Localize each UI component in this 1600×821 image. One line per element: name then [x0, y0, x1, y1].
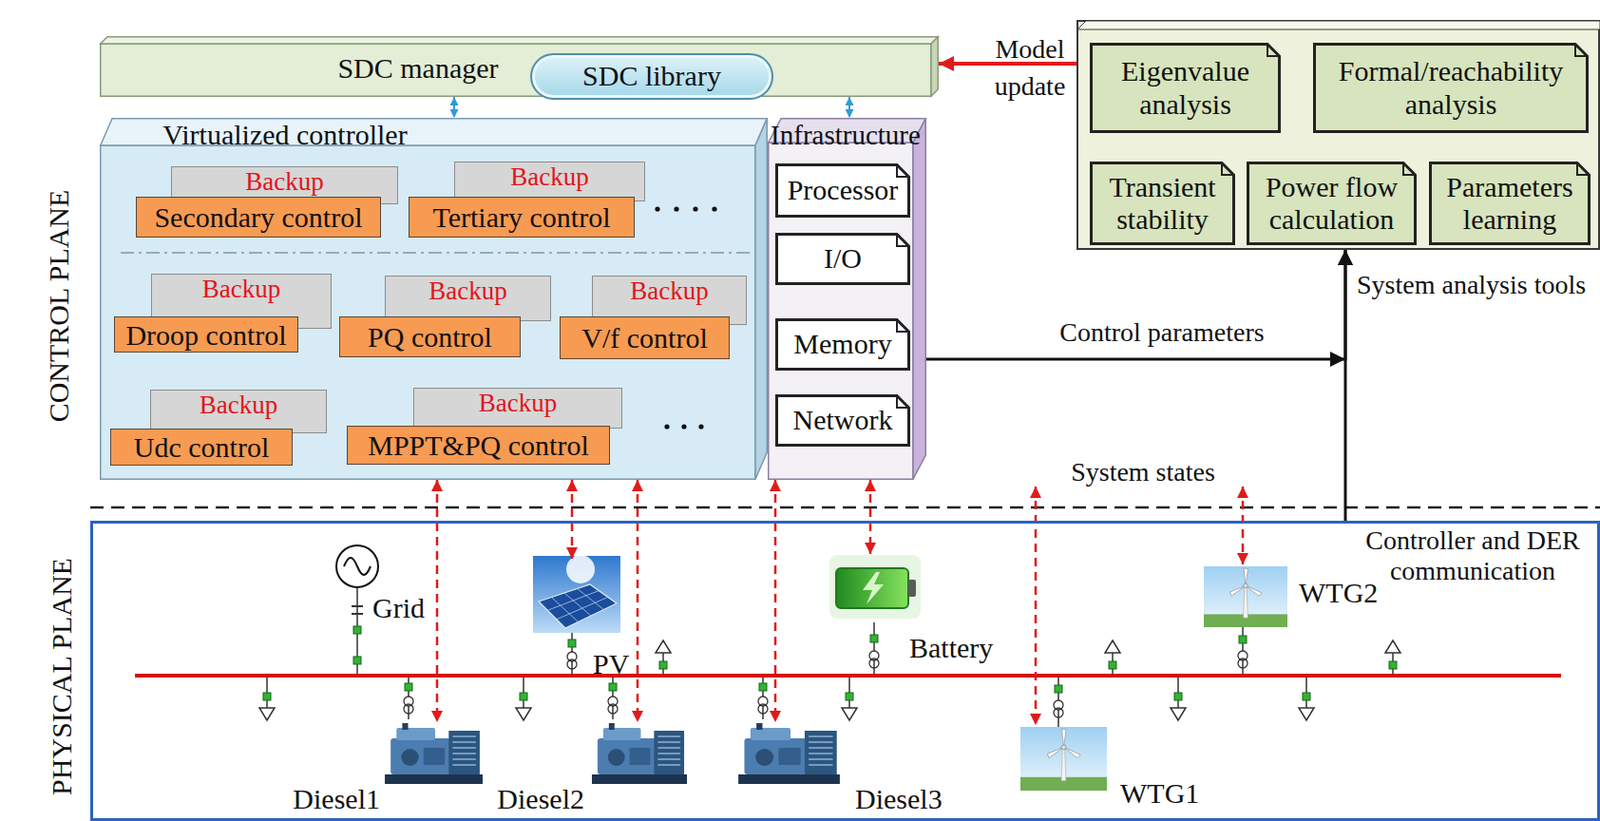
node-label: Diesel3	[855, 782, 943, 817]
node-label: Parameters learning	[1436, 171, 1583, 237]
free-label: System states	[1070, 457, 1216, 488]
resource-box: Memory	[775, 318, 911, 371]
node-label: Udc control	[133, 431, 269, 463]
node-label: Diesel2	[496, 782, 585, 817]
backup-box: Backup	[384, 275, 552, 322]
edge-label: Control parameters	[1059, 317, 1264, 348]
node-label: Backup	[478, 389, 557, 417]
node-label: MPPT&PQ control	[367, 429, 590, 461]
node-label: Tertiary control	[433, 201, 611, 233]
grid-source: Grid	[339, 548, 381, 591]
plane-separator	[90, 506, 1600, 510]
control-box: Droop control	[114, 316, 299, 353]
feeder-symbols	[403, 634, 1248, 718]
node-label: WTG1	[1120, 777, 1200, 811]
node-label: Backup	[510, 163, 589, 191]
backup-box: Backup	[454, 161, 646, 202]
analysis-panel: System analysis toolsEigenvalue analysis…	[1076, 19, 1600, 250]
connector-arrow	[636, 479, 640, 723]
control-box: Secondary control	[135, 196, 381, 238]
free-label: Controller and DER communication	[1351, 525, 1595, 587]
node-label: Formal/reachability analysis	[1320, 55, 1581, 121]
connector-arrow	[1344, 249, 1348, 521]
ac-bus	[134, 673, 1562, 678]
infrastructure-cube: InfrastructureProcessorI/O MemoryNetwork	[767, 117, 927, 480]
node-label: PHYSICAL PLANE	[45, 557, 79, 796]
node-label: Processor	[787, 173, 899, 208]
node-label: Backup	[245, 168, 324, 195]
control-box: MPPT&PQ control	[346, 425, 610, 465]
control-box: Udc control	[110, 428, 293, 466]
analysis-tool-box: Transient stability	[1089, 161, 1236, 246]
backup-box: Backup	[413, 387, 623, 429]
node-label: V/f control	[581, 322, 707, 354]
load-symbols	[259, 640, 1401, 721]
diesel-generator: Diesel1	[385, 722, 488, 789]
analysis-tool-box: Formal/reachability analysis	[1313, 42, 1589, 134]
wind-turbine: WTG1	[1023, 729, 1110, 794]
diesel-generator: Diesel2	[592, 722, 692, 789]
node-label: I/O	[823, 242, 862, 276]
connector-arrow	[571, 479, 574, 559]
node-label: Battery	[909, 631, 993, 666]
node-label: Backup	[202, 275, 281, 303]
node-label: Backup	[629, 277, 708, 305]
grid-symbol	[336, 545, 379, 665]
node-label: WTG2	[1298, 576, 1378, 610]
control-box: V/f control	[559, 316, 730, 360]
node-label: PQ control	[367, 321, 493, 353]
connector-arrow	[926, 249, 1346, 360]
node-label: Secondary control	[153, 201, 362, 233]
node-label: Backup	[199, 391, 278, 419]
node-label: Infrastructure	[770, 119, 921, 152]
node-label: System analysis tools	[1356, 269, 1586, 301]
control-box: PQ control	[339, 316, 521, 358]
node-label: Droop control	[125, 319, 286, 351]
connector-arrow	[436, 479, 439, 723]
resource-box: Processor	[775, 163, 911, 218]
controller-cube: Virtualized controllerBackupSecondary co…	[99, 117, 768, 480]
edge-label: Model update	[986, 30, 1074, 105]
feeder-wires	[357, 587, 1243, 727]
diesel-generator: Diesel3	[739, 722, 845, 789]
node-label: SDC manager	[337, 52, 498, 86]
analysis-tool-box: Eigenvalue analysis	[1089, 42, 1281, 134]
manager-bar: SDC manager SDC library	[99, 36, 939, 97]
backup-box: Backup	[150, 389, 327, 434]
node-label: Network	[793, 403, 894, 438]
plane-region: PHYSICAL PLANEGridPVBatteryWTG2Diesel1Di…	[90, 520, 1600, 821]
node-label: Eigenvalue analysis	[1097, 55, 1274, 121]
library-pill: SDC library	[530, 53, 774, 100]
node-label: Virtualized controller	[162, 118, 407, 153]
node-label: Diesel1	[292, 782, 381, 817]
analysis-tool-box: Power flow calculation	[1246, 161, 1417, 246]
der-icons	[384, 554, 1288, 791]
node-label: Backup	[428, 277, 507, 305]
wind-turbine: WTG2	[1206, 569, 1291, 630]
box-outline	[99, 36, 939, 97]
connector-arrow	[848, 96, 851, 118]
pv-source: PV	[535, 558, 624, 636]
control-box: Tertiary control	[408, 196, 635, 238]
node-label: PV	[592, 647, 629, 682]
connector-arrow	[869, 479, 873, 554]
node-label: Power flow calculation	[1254, 171, 1410, 237]
node-label: Transient stability	[1097, 171, 1228, 237]
battery-source: Battery	[829, 553, 927, 626]
node-label: Memory	[793, 327, 892, 362]
resource-box: I/O	[775, 232, 911, 286]
node-label: SDC library	[582, 59, 722, 94]
connector-arrow	[774, 479, 778, 723]
free-label: CONTROL PLANE	[42, 190, 76, 423]
node-label: Grid	[372, 591, 425, 626]
analysis-tool-box: Parameters learning	[1428, 161, 1591, 246]
connector-arrow	[453, 96, 456, 118]
resource-box: Network	[775, 394, 911, 447]
